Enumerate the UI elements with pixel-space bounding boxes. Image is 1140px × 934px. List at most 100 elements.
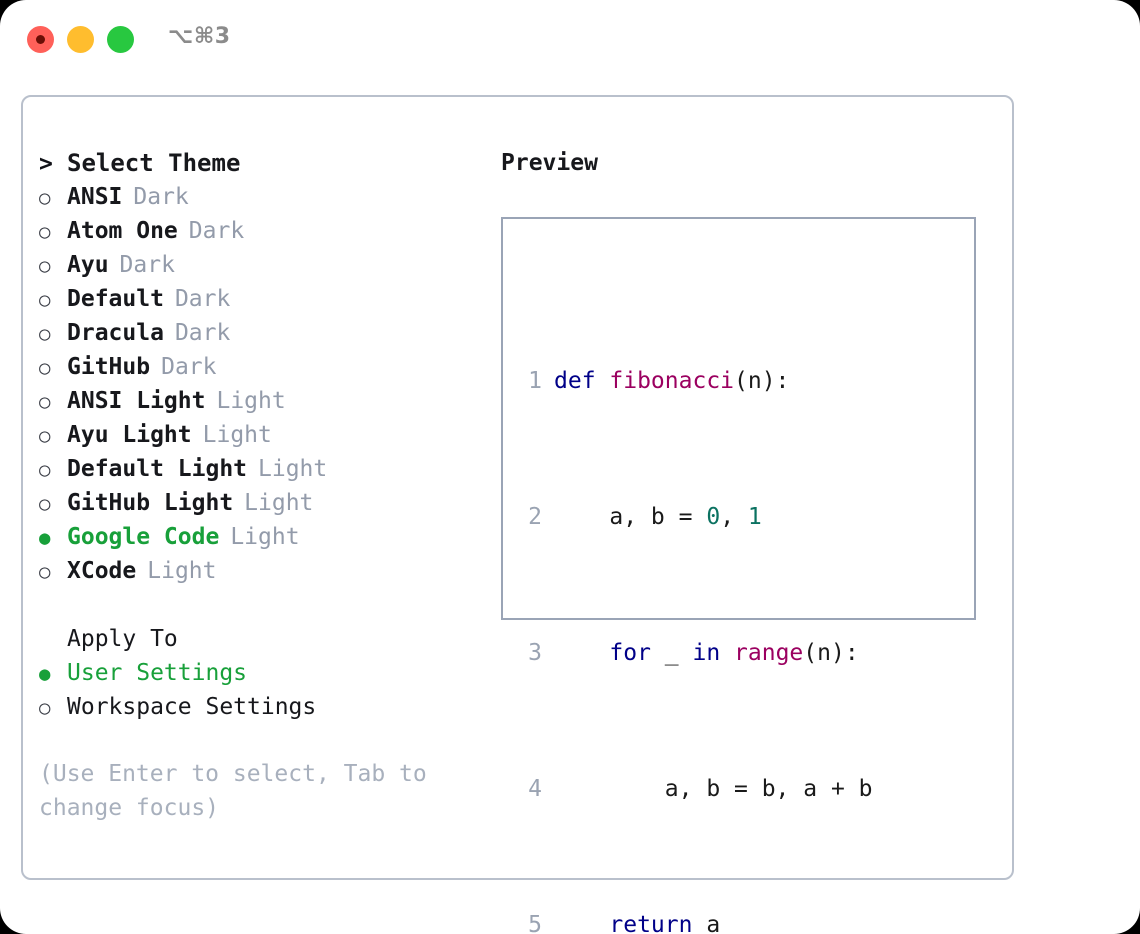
code-token: , [720, 504, 748, 530]
code-token: 0 [706, 504, 721, 530]
radio-unselected-icon: ○ [39, 221, 51, 243]
theme-option-google-code[interactable]: ● Google Code Light [39, 520, 479, 554]
theme-option-ansi-light[interactable]: ○ ANSI Light Light [39, 384, 479, 418]
radio-unselected-icon: ○ [39, 459, 51, 481]
theme-option-tag: Dark [174, 320, 231, 346]
theme-option-tag: Light [147, 558, 217, 584]
title-bar: ⌥⌘3 [0, 0, 1140, 78]
prompt-icon: > [39, 151, 53, 177]
theme-option-github-dark[interactable]: ○ GitHub Dark [39, 350, 479, 384]
code-token: 1 [747, 504, 762, 530]
theme-option-label: XCode [67, 558, 137, 584]
theme-option-label: Dracula [67, 320, 164, 346]
line-number: 1 [528, 368, 542, 394]
traffic-lights [27, 26, 134, 53]
line-number: 2 [528, 504, 542, 530]
code-token: in [692, 640, 721, 666]
keyboard-shortcut-label: ⌥⌘3 [168, 24, 231, 49]
code-line: 5 return a [516, 908, 900, 934]
theme-option-dracula-dark[interactable]: ○ Dracula Dark [39, 316, 479, 350]
apply-to-option-label: Workspace Settings [67, 694, 317, 720]
theme-option-label: Default [67, 286, 164, 312]
radio-unselected-icon: ○ [39, 323, 51, 345]
theme-option-label: Ayu [67, 252, 109, 278]
theme-option-tag: Dark [161, 354, 217, 380]
code-line: 1 def fibonacci(n): [516, 364, 900, 398]
theme-option-ansi-dark[interactable]: ○ ANSI Dark [39, 180, 479, 214]
theme-option-tag: Dark [119, 252, 175, 278]
radio-unselected-icon: ○ [39, 697, 51, 719]
theme-option-tag: Light [230, 524, 300, 550]
radio-unselected-icon: ○ [39, 493, 51, 515]
theme-option-label: Default Light [67, 456, 248, 482]
radio-unselected-icon: ○ [39, 425, 51, 447]
apply-to-option-workspace-settings[interactable]: ○ Workspace Settings [39, 690, 479, 724]
theme-option-label: GitHub [67, 354, 151, 380]
code-token: for [609, 640, 651, 666]
theme-option-tag: Light [202, 422, 272, 448]
radio-unselected-icon: ○ [39, 561, 51, 583]
code-token [554, 640, 609, 666]
apply-to-option-user-settings[interactable]: ● User Settings [39, 656, 479, 690]
code-token: fibonacci [609, 368, 735, 394]
theme-option-tag: Dark [133, 184, 189, 210]
theme-option-tag: Light [216, 388, 286, 414]
close-icon [36, 35, 45, 44]
code-line: 4 a, b = b, a + b [516, 772, 900, 806]
radio-unselected-icon: ○ [39, 289, 51, 311]
theme-picker-header: > Select Theme [39, 146, 479, 180]
code-line: 3 for _ in range(n): [516, 636, 900, 670]
radio-unselected-icon: ○ [39, 255, 51, 277]
line-number: 3 [528, 640, 542, 666]
theme-option-label: ANSI Light [67, 388, 206, 414]
theme-option-label: Atom One [67, 218, 178, 244]
keyboard-hint-text: (Use Enter to select, Tab to change focu… [39, 761, 427, 821]
theme-option-default-dark[interactable]: ○ Default Dark [39, 282, 479, 316]
code-token: range [734, 640, 804, 666]
page-title: Select Theme [67, 149, 241, 177]
code-token [720, 640, 734, 666]
radio-selected-icon: ● [39, 663, 51, 685]
line-number: 5 [528, 912, 542, 934]
code-token: def [554, 368, 610, 394]
code-token: a [692, 912, 721, 934]
minimize-button[interactable] [67, 26, 94, 53]
content-panel: > Select Theme ○ ANSI Dark ○ Atom One Da… [21, 95, 1014, 934]
radio-selected-icon: ● [39, 527, 51, 549]
theme-option-atom-one-dark[interactable]: ○ Atom One Dark [39, 214, 479, 248]
preview-title: Preview [501, 150, 598, 176]
theme-option-ayu-dark[interactable]: ○ Ayu Dark [39, 248, 479, 282]
theme-option-tag: Dark [174, 286, 231, 312]
code-token: a, b = b, a + b [554, 776, 873, 802]
theme-option-ayu-light[interactable]: ○ Ayu Light Light [39, 418, 479, 452]
code-token: a, b = [554, 504, 707, 530]
radio-unselected-icon: ○ [39, 187, 51, 209]
apply-to-option-label: User Settings [67, 660, 248, 686]
theme-option-default-light[interactable]: ○ Default Light Light [39, 452, 479, 486]
code-token [554, 912, 609, 934]
code-token: return [609, 912, 693, 934]
theme-option-label: Google Code [67, 524, 220, 550]
theme-option-label: GitHub Light [67, 490, 234, 516]
theme-option-label: ANSI [67, 184, 123, 210]
theme-option-github-light[interactable]: ○ GitHub Light Light [39, 486, 479, 520]
apply-to-title: Apply To [67, 626, 178, 652]
apply-to-header: Apply To [39, 622, 479, 656]
theme-option-label: Ayu Light [67, 422, 192, 448]
code-token: (n): [803, 640, 859, 666]
theme-picker: > Select Theme ○ ANSI Dark ○ Atom One Da… [39, 146, 479, 724]
theme-option-tag: Light [244, 490, 314, 516]
code-token: (n): [734, 368, 790, 394]
line-number: 4 [528, 776, 542, 802]
theme-option-tag: Dark [188, 218, 245, 244]
close-button[interactable] [27, 26, 54, 53]
theme-option-xcode[interactable]: ○ XCode Light [39, 554, 479, 588]
code-line: 2 a, b = 0, 1 [516, 500, 900, 534]
list-spacer [39, 588, 479, 622]
theme-option-tag: Light [258, 456, 328, 482]
zoom-button[interactable] [107, 26, 134, 53]
